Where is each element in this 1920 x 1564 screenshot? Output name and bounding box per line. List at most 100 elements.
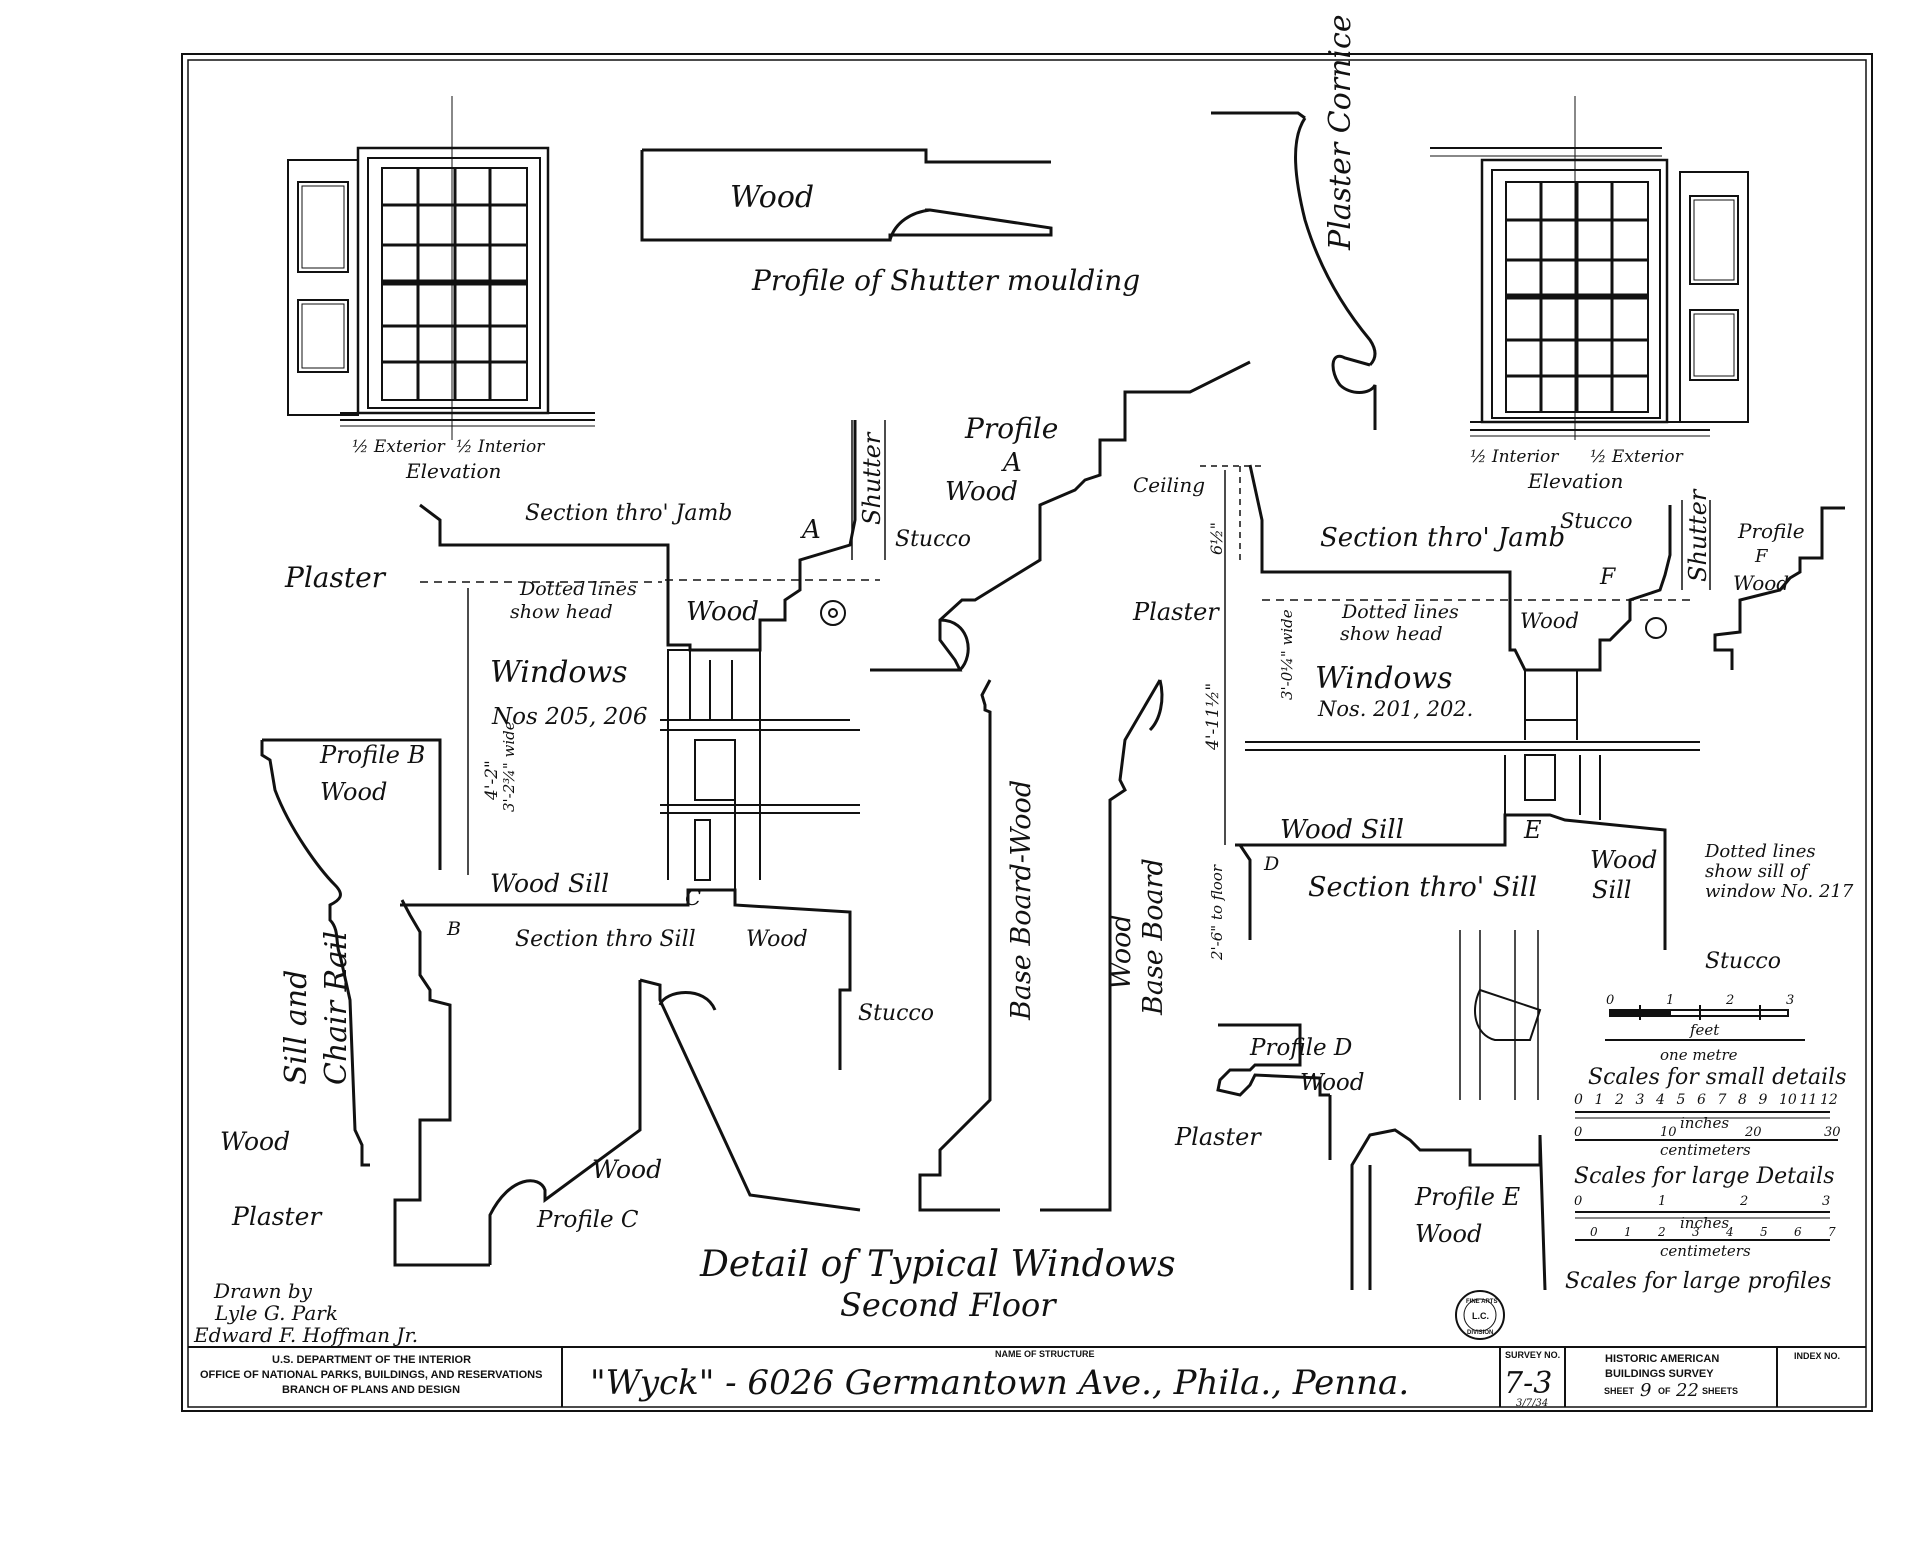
left-elev-caption-bottom: Elevation xyxy=(405,459,501,483)
right-dotted-2: show head xyxy=(1340,623,1443,645)
left-mark-c: C xyxy=(685,886,701,910)
of-label: OF xyxy=(1658,1386,1671,1396)
profile-a-title: Profile xyxy=(964,412,1058,445)
prof-cm-tick-2: 2 xyxy=(1657,1225,1666,1239)
large-tick-0: 0 xyxy=(1574,1092,1583,1108)
sheets-label: SHEETS xyxy=(1702,1386,1738,1396)
scale-feet-label: feet xyxy=(1689,1021,1720,1039)
profile-e-title: Profile E xyxy=(1414,1183,1521,1211)
left-wood-label: Wood xyxy=(686,597,759,627)
agency-line-2: OFFICE OF NATIONAL PARKS, BUILDINGS, AND… xyxy=(200,1369,542,1381)
drawn-by-label: Drawn by xyxy=(213,1279,313,1303)
left-elev-caption-left: ½ Exterior xyxy=(352,437,446,457)
structure-name: "Wyck" - 6026 Germantown Ave., Phila., P… xyxy=(590,1363,1409,1403)
small-tick-3: 3 xyxy=(1786,993,1794,1008)
profile-a-drawing xyxy=(870,360,1251,672)
right-height-dim-text: 4'-11½" xyxy=(1203,683,1223,751)
right-dotted-217-3: window No. 217 xyxy=(1705,881,1854,902)
right-mark-d: D xyxy=(1263,853,1279,875)
sill-chair-rail-1: Sill and xyxy=(279,970,314,1085)
plaster-cornice-profile xyxy=(1211,111,1377,430)
habs-line-1: HISTORIC AMERICAN xyxy=(1605,1353,1719,1365)
profile-d-material: Wood xyxy=(1300,1070,1365,1096)
right-plaster-tag: Plaster xyxy=(1174,1123,1262,1151)
prof-cm-tick-4: 4 xyxy=(1725,1225,1734,1239)
survey-number: 7-3 xyxy=(1504,1366,1552,1401)
left-wood-sill-label: Wood Sill xyxy=(490,869,609,898)
right-dotted-217-1: Dotted lines xyxy=(1704,841,1816,862)
sheet-number: 9 xyxy=(1640,1380,1651,1401)
right-floor-dim: 2'-6" to floor xyxy=(1208,864,1226,961)
profile-d-title: Profile D xyxy=(1249,1035,1352,1061)
wood-base-board-2: Base Board xyxy=(1138,858,1169,1016)
left-stucco-bottom: Stucco xyxy=(858,1001,934,1026)
right-sill-wood-1: Wood xyxy=(1590,846,1657,874)
small-tick-1: 1 xyxy=(1666,993,1674,1008)
stamp-bottom: DIVISION xyxy=(1467,1330,1493,1336)
left-window-elevation xyxy=(287,96,595,440)
survey-date: 3/7/34 xyxy=(1516,1398,1548,1409)
wood-base-board-profile xyxy=(1040,679,1164,1212)
scale-large-label: Scales for large Details xyxy=(1574,1164,1835,1189)
agency-line-3: BRANCH OF PLANS AND DESIGN xyxy=(282,1384,460,1396)
survey-label: SURVEY NO. xyxy=(1505,1350,1560,1360)
scale-small-label: Scales for small details xyxy=(1588,1065,1847,1090)
stamp-top: FINE ARTS xyxy=(1466,1299,1497,1305)
left-dotted-1: Dotted lines xyxy=(519,578,637,600)
prof-tick-1: 1 xyxy=(1658,1194,1666,1209)
drawing-title-main: Detail of Typical Windows xyxy=(699,1244,1176,1285)
left-mark-a: A xyxy=(800,515,821,545)
right-stucco-label: Stucco xyxy=(1560,509,1633,533)
small-tick-2: 2 xyxy=(1725,993,1734,1008)
drafter-1: Lyle G. Park xyxy=(214,1301,338,1325)
right-mark-e: E xyxy=(1523,816,1542,844)
profile-f-title: Profile xyxy=(1737,519,1805,543)
sill-chair-rail-2: Chair Rail xyxy=(319,931,354,1085)
profile-c-title: Profile C xyxy=(536,1207,639,1233)
profile-a-mark: A xyxy=(1001,448,1022,478)
left-width-dim-text: 3'-2¾" wide xyxy=(500,721,518,812)
stamp-middle: L.C. xyxy=(1472,1311,1489,1321)
cm-tick-10: 10 xyxy=(1660,1125,1677,1140)
profile-b-material: Wood xyxy=(320,778,387,806)
sheet-border xyxy=(181,53,1873,1412)
large-tick-8: 8 xyxy=(1738,1092,1747,1108)
right-windows-label: Windows xyxy=(1315,661,1453,696)
large-tick-1: 1 xyxy=(1595,1092,1604,1108)
cm-tick-30: 30 xyxy=(1824,1125,1841,1140)
wood-base-board-1: Wood xyxy=(1106,914,1137,990)
right-elev-caption-bottom: Elevation xyxy=(1527,469,1623,493)
base-board-profile xyxy=(918,679,1000,1212)
right-wood-label: Wood xyxy=(1520,609,1579,633)
base-board-label: Base Board-Wood xyxy=(1006,780,1037,1021)
structure-label: NAME OF STRUCTURE xyxy=(995,1349,1095,1359)
prof-inches-label: inches xyxy=(1680,1214,1729,1232)
large-tick-5: 5 xyxy=(1677,1092,1686,1108)
large-tick-9: 9 xyxy=(1759,1092,1768,1108)
drafter-2: Edward F. Hoffman Jr. xyxy=(193,1323,418,1347)
left-stucco-label: Stucco xyxy=(895,527,971,552)
profile-d-drawing xyxy=(1216,1023,1332,1160)
left-sill-section: Section thro Sill xyxy=(515,927,696,952)
cm-tick-0: 0 xyxy=(1574,1125,1582,1140)
shutter-profile-caption: Profile of Shutter moulding xyxy=(751,264,1140,297)
right-jamb-section xyxy=(1200,464,1711,950)
prof-tick-2: 2 xyxy=(1739,1194,1748,1209)
profile-b-drawing xyxy=(260,738,442,1167)
left-jamb-title: Section thro' Jamb xyxy=(525,501,732,526)
right-shutter-label: Shutter xyxy=(1684,488,1712,582)
profile-a-material: Wood xyxy=(945,477,1018,507)
left-dotted-2: show head xyxy=(510,601,613,623)
agency-line-1: U.S. DEPARTMENT OF THE INTERIOR xyxy=(272,1354,471,1366)
right-dotted-1: Dotted lines xyxy=(1341,601,1459,623)
left-windows-label: Windows xyxy=(490,655,628,690)
right-dotted-217-2: show sill of xyxy=(1705,861,1811,882)
large-tick-12: 12 xyxy=(1820,1092,1838,1108)
right-plaster-label: Plaster xyxy=(1132,598,1220,626)
scale-one-metre: one metre xyxy=(1660,1046,1738,1064)
right-mark-f: F xyxy=(1599,565,1616,590)
profile-e-drawing xyxy=(1350,930,1547,1291)
right-jamb-title: Section thro' Jamb xyxy=(1320,523,1565,553)
left-mark-b: B xyxy=(446,918,461,940)
right-elev-caption-right: ½ Exterior xyxy=(1590,447,1684,467)
